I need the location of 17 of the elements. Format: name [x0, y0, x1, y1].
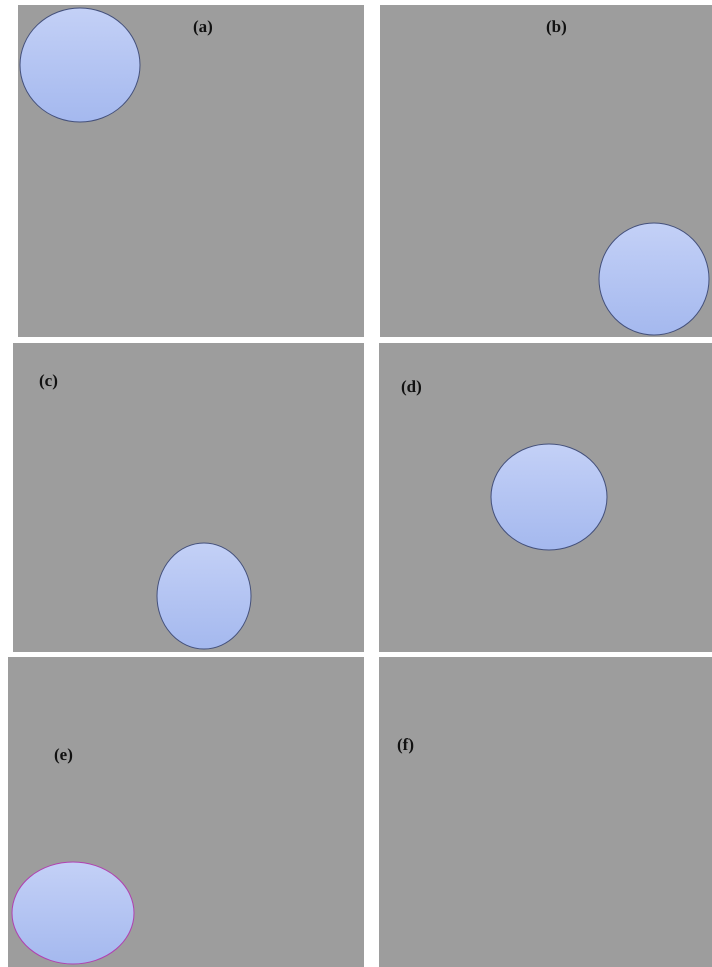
panel-label: (b) [546, 17, 567, 37]
disc [156, 542, 252, 650]
image-panel [8, 657, 364, 967]
image-panel [13, 343, 364, 652]
disc [19, 7, 141, 123]
panel-label: (e) [54, 745, 73, 765]
disc [11, 861, 135, 965]
disc [490, 443, 608, 551]
panel-label: (f) [397, 735, 414, 755]
image-panel [18, 5, 364, 337]
image-panel [379, 657, 712, 967]
image-panel [379, 343, 712, 652]
panel-label: (a) [193, 17, 213, 37]
panel-label: (c) [39, 371, 58, 391]
disc [598, 222, 710, 336]
image-panel [380, 5, 712, 337]
panel-label: (d) [401, 377, 422, 397]
